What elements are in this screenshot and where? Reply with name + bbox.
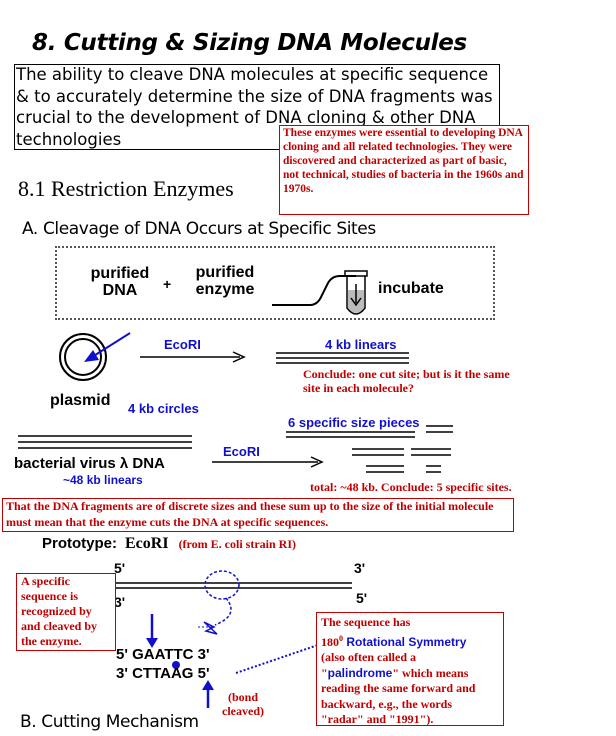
strand-top-right-label: 3' [354,560,366,576]
plasmid-linears-label: 4 kb linears [325,337,397,352]
cut-arrow-top-icon [146,614,158,648]
symmetry-center-dot [172,661,180,669]
symmetry-line4-rest: " which means [392,665,469,680]
symmetry-degrees: 180 [321,634,339,649]
intro-box [14,64,500,150]
recognition-site-icon [198,570,240,635]
transfer-curve [272,275,356,306]
linear-fragments [276,352,409,364]
symmetry-pointer [235,644,319,674]
plasmid-size-label: 4 kb circles [128,401,199,416]
symmetry-line1: The sequence has [321,615,411,629]
symmetry-line6: backward, e.g., the words [321,696,452,711]
section-heading-b: B. Cutting Mechanism [20,712,199,732]
virus-label: bacterial virus λ DNA [14,455,165,472]
palindrome-word: palindrome [327,665,393,680]
symmetry-line5: reading the same forward and [321,681,476,695]
plasmid-conclude-note: Conclude: one cut site; but is it the sa… [303,367,510,395]
purified-dna-label: purified DNA [80,265,160,299]
strand-bottom-right-label: 5' [356,590,368,606]
rotational-symmetry-text: Rotational Symmetry [343,634,467,649]
section-heading-a: A. Cleavage of DNA Occurs at Specific Si… [22,219,376,239]
symmetry-line3: (also often called a [321,650,416,664]
symmetry-line7: "radar" and "1991"). [321,712,434,726]
incubate-label: incubate [378,280,444,297]
sequence-top: 5' GAATTC 3' [116,646,210,663]
virus-size-label: ~48 kb linears [63,473,143,487]
cut-arrow-bottom-icon [202,680,214,708]
quote-open: " [321,665,328,680]
plus-sign: + [163,276,172,292]
purified-dna-line1: purified [90,265,150,282]
discrete-sizes-note: That the DNA fragments are of discrete s… [2,498,514,532]
dna-double-strand [116,582,352,589]
ecori-virus-arrow-icon [212,456,324,468]
virus-enzyme-label: EcoRI [223,444,260,459]
strand-top-left-label: 5' [114,560,126,576]
purified-enzyme-line1: purified [195,264,255,281]
virus-dna-lines [18,435,192,449]
plasmid-enzyme-label: EcoRI [164,337,201,352]
section-heading-81: 8.1 Restriction Enzymes [18,176,234,201]
virus-pieces-label: 6 specific size pieces [288,415,420,430]
bond-note-line1: (bond [227,690,259,704]
symmetry-line4: "palindrome" which means [321,666,499,682]
cut-site-arrow-icon [84,332,131,362]
purified-enzyme-line2: enzyme [195,281,255,298]
symmetry-line2: 1800 Rotational Symmetry [321,631,499,651]
specific-sequence-note: A specific sequence is recognized by and… [16,573,116,651]
sequence-bottom: 3' CTTAAG 5' [116,665,210,682]
prototype-strain: (from E. coli strain RI) [178,537,296,551]
plasmid-label: plasmid [50,392,111,409]
virus-total-note: total: ~48 kb. Conclude: 5 specific site… [310,480,512,494]
prototype-enzyme: EcoRI [125,535,169,552]
purified-dna-line2: DNA [102,282,138,299]
symmetry-note: The sequence has 1800 Rotational Symmetr… [316,612,504,726]
virus-fragments [286,425,453,473]
enzymes-note: These enzymes were essential to developi… [279,125,529,215]
page-title: 8. Cutting & Sizing DNA Molecules [32,30,467,56]
bond-note-line2: cleaved) [222,704,264,718]
test-tube-icon [344,270,368,315]
ecori-plasmid-arrow-icon [140,351,246,363]
setup-box [55,246,495,320]
prototype-line: Prototype: EcoRI (from E. coli strain RI… [42,535,296,553]
intro-text: The ability to cleave DNA molecules at s… [16,65,493,149]
prototype-label: Prototype: [42,535,117,552]
bond-cleaved-note: (bond cleaved) [218,690,268,718]
degree-superscript: 0 [339,633,343,643]
purified-enzyme-label: purified enzyme [183,264,267,298]
strand-bottom-left-label: 3' [114,594,126,610]
plasmid-circle-icon [59,333,107,381]
